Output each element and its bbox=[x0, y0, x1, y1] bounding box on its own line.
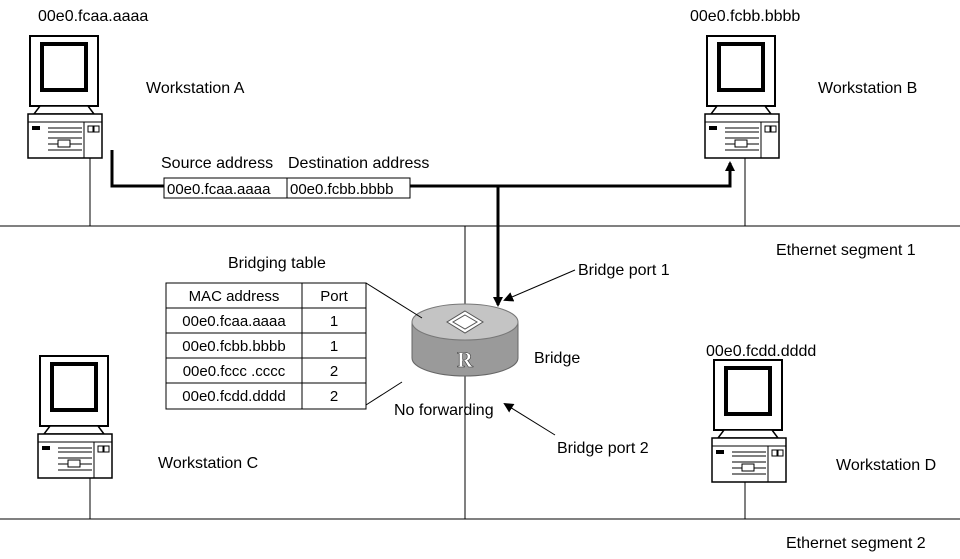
workstation-c-label: Workstation C bbox=[158, 455, 259, 472]
table-row-mac: 00e0.fcbb.bbbb bbox=[182, 338, 285, 355]
workstation-a-icon bbox=[26, 34, 104, 160]
workstation-b-label: Workstation B bbox=[818, 80, 918, 97]
bridging-table-title: Bridging table bbox=[228, 255, 326, 272]
table-pointer-bottom bbox=[365, 381, 403, 406]
table-header-port: Port bbox=[320, 288, 348, 305]
workstation-d-icon bbox=[710, 358, 788, 484]
table-row-port: 2 bbox=[330, 388, 338, 405]
table-row-mac: 00e0.fcdd.dddd bbox=[182, 388, 285, 405]
table-row-mac: 00e0.fccc .cccc bbox=[183, 363, 286, 380]
bridging-table: MAC address Port 00e0.fcaa.aaaa 1 00e0.f… bbox=[165, 282, 367, 410]
bridge-port1-label: Bridge port 1 bbox=[578, 262, 670, 279]
frame-source-label: Source address bbox=[161, 155, 274, 172]
frame-source-value: 00e0.fcaa.aaaa bbox=[167, 181, 271, 198]
workstation-a-mac: 00e0.fcaa.aaaa bbox=[38, 8, 149, 25]
workstation-d-label: Workstation D bbox=[836, 457, 937, 474]
bridge-icon: R bbox=[411, 303, 519, 377]
port1-pointer bbox=[503, 269, 576, 302]
no-forwarding-label: No forwarding bbox=[394, 402, 494, 419]
ethernet-segment-2-label: Ethernet segment 2 bbox=[786, 535, 926, 552]
workstation-c-icon bbox=[36, 354, 114, 480]
workstation-a-label: Workstation A bbox=[146, 80, 245, 97]
table-row-port: 2 bbox=[330, 363, 338, 380]
table-row-mac: 00e0.fcaa.aaaa bbox=[182, 313, 286, 330]
bridge-port2-label: Bridge port 2 bbox=[557, 440, 649, 457]
bridge-label: Bridge bbox=[534, 350, 581, 367]
bridge-letter: R bbox=[457, 347, 474, 372]
table-pointer-top bbox=[365, 282, 423, 319]
table-header-mac: MAC address bbox=[189, 288, 280, 305]
workstation-d-mac: 00e0.fcdd.dddd bbox=[706, 343, 817, 360]
frame-destination-label: Destination address bbox=[288, 155, 430, 172]
port2-pointer bbox=[503, 402, 556, 436]
table-row-port: 1 bbox=[330, 313, 338, 330]
workstation-b-icon bbox=[703, 34, 781, 160]
frame-path-to-b bbox=[110, 150, 735, 188]
ethernet-segment-1-label: Ethernet segment 1 bbox=[776, 242, 916, 259]
frame-destination-value: 00e0.fcbb.bbbb bbox=[290, 181, 393, 198]
table-row-port: 1 bbox=[330, 338, 338, 355]
workstation-b-mac: 00e0.fcbb.bbbb bbox=[690, 8, 801, 25]
